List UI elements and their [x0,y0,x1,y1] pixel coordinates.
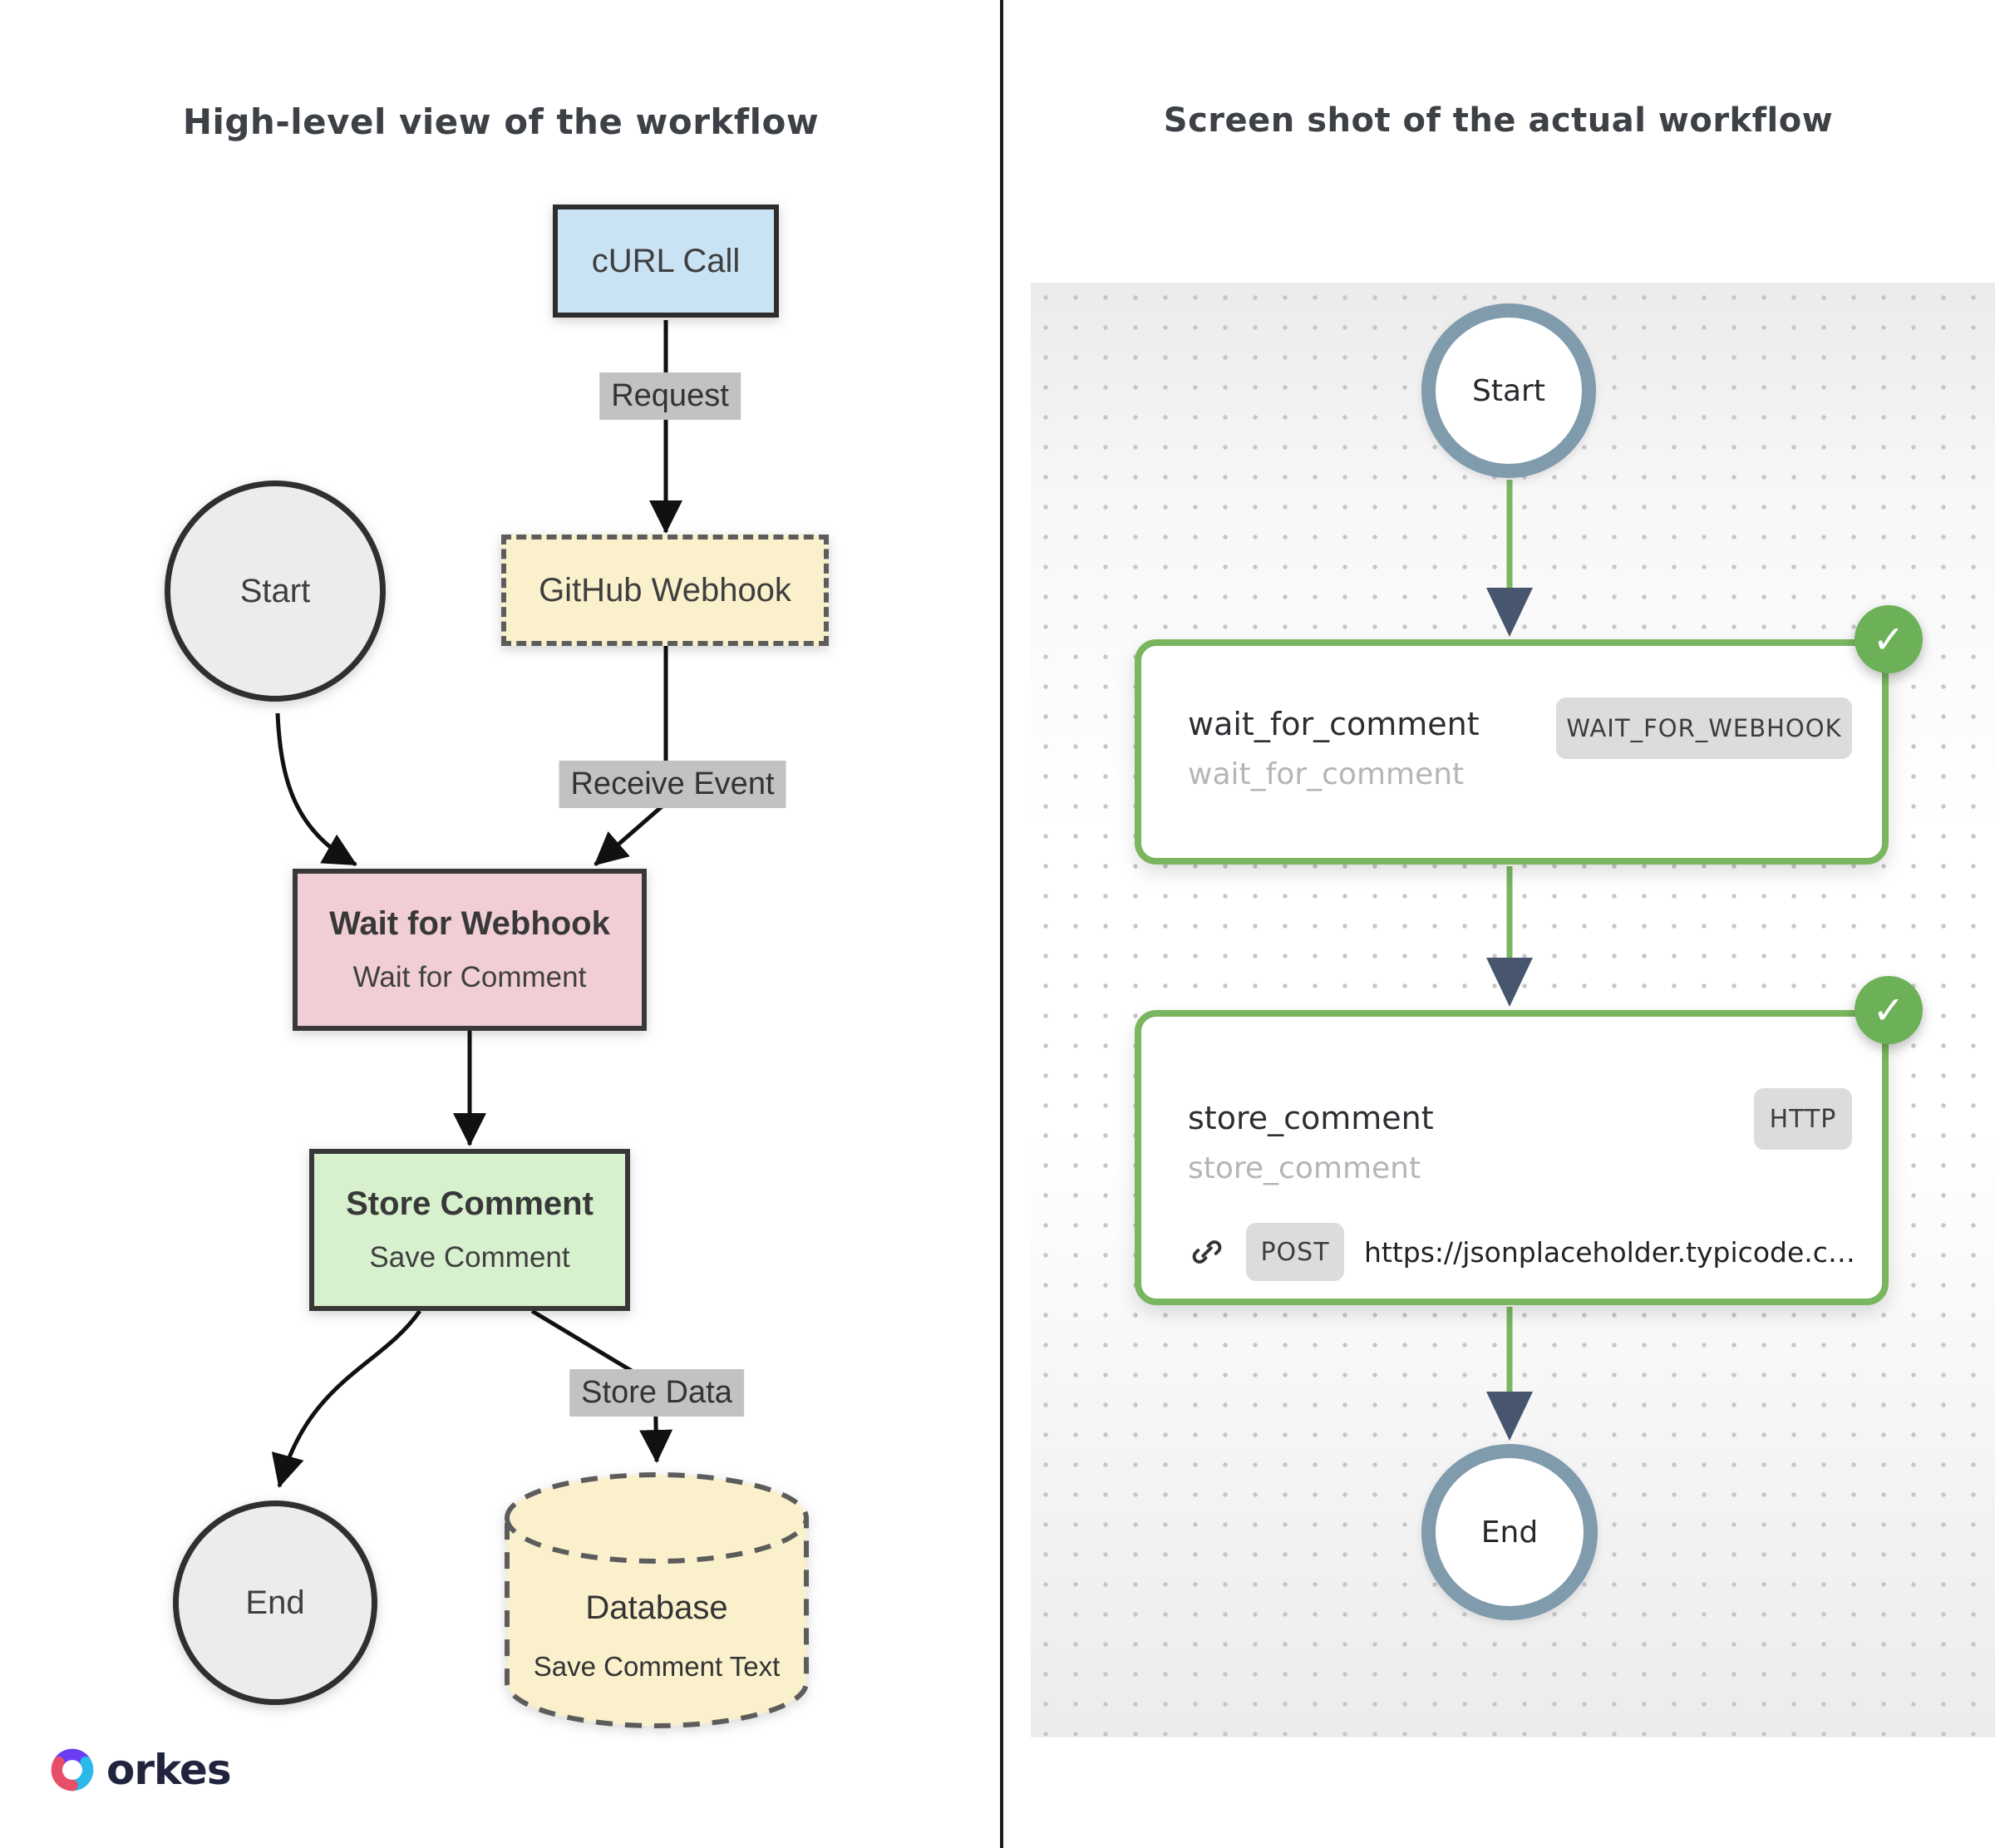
edge-label-store-data: Store Data [569,1369,744,1417]
workflow-start-node[interactable]: Start [1421,303,1596,478]
node-curl-call-label: cURL Call [591,242,741,279]
arrow-start-to-wait [275,712,357,867]
panel-divider [1000,0,1003,1848]
task-card-store-comment[interactable]: store_comment store_comment HTTP POST ht… [1135,1010,1889,1305]
edge-label-request: Request [599,372,741,420]
node-start-left-label: Start [239,572,311,609]
workflow-end-label: End [1480,1515,1539,1550]
node-github-webhook-label: GitHub Webhook [539,571,791,609]
orkes-logo: orkes [48,1746,232,1794]
node-store-title: Store Comment [346,1185,594,1222]
orkes-logo-icon [51,1748,94,1791]
node-database-title: Database [585,1589,728,1626]
task2-method-badge: POST [1246,1223,1344,1281]
node-wait-for-webhook: Wait for Webhook Wait for Comment [293,869,647,1031]
check-glyph: ✓ [1872,617,1905,662]
node-start-left: Start [165,480,386,702]
arrow-webhook-to-wait [594,646,668,866]
task2-endpoint-row: POST https://jsonplaceholder.typicode.c… [1188,1223,1855,1281]
link-icon [1192,1240,1222,1264]
node-github-webhook: GitHub Webhook [501,535,829,646]
task1-type-badge: WAIT_FOR_WEBHOOK [1556,697,1852,759]
task2-name: store_comment [1188,1100,1434,1136]
task2-type-badge: HTTP [1754,1088,1852,1150]
database-cylinder-icon [505,1472,809,1728]
edge-label-receive-event: Receive Event [559,761,786,808]
node-curl-call: cURL Call [553,205,779,318]
orkes-logo-text: orkes [106,1746,232,1794]
task2-ref: store_comment [1188,1151,1421,1185]
arrow-store-to-end [271,1309,422,1488]
node-database-subtitle: Save Comment Text [533,1651,781,1682]
node-wait-subtitle: Wait for Comment [352,961,587,993]
node-store-comment: Store Comment Save Comment [309,1149,630,1311]
node-wait-title: Wait for Webhook [329,905,610,942]
node-store-subtitle: Save Comment [369,1241,570,1274]
left-panel-title: High-level view of the workflow [182,101,820,142]
node-database: Database Save Comment Text [503,1470,810,1731]
task-card-wait-for-comment[interactable]: wait_for_comment wait_for_comment WAIT_F… [1135,639,1889,865]
task2-success-check-icon: ✓ [1855,976,1923,1044]
task1-name: wait_for_comment [1188,706,1480,742]
task2-url: https://jsonplaceholder.typicode.c… [1364,1235,1855,1269]
task1-ref: wait_for_comment [1188,757,1465,791]
node-end-left: End [173,1501,377,1705]
check-glyph: ✓ [1872,988,1905,1032]
right-panel-title: Screen shot of the actual workflow [1163,101,1834,140]
workflow-end-node[interactable]: End [1421,1444,1598,1620]
task1-success-check-icon: ✓ [1855,605,1923,673]
node-end-left-label: End [245,1584,305,1621]
workflow-start-label: Start [1472,373,1545,408]
